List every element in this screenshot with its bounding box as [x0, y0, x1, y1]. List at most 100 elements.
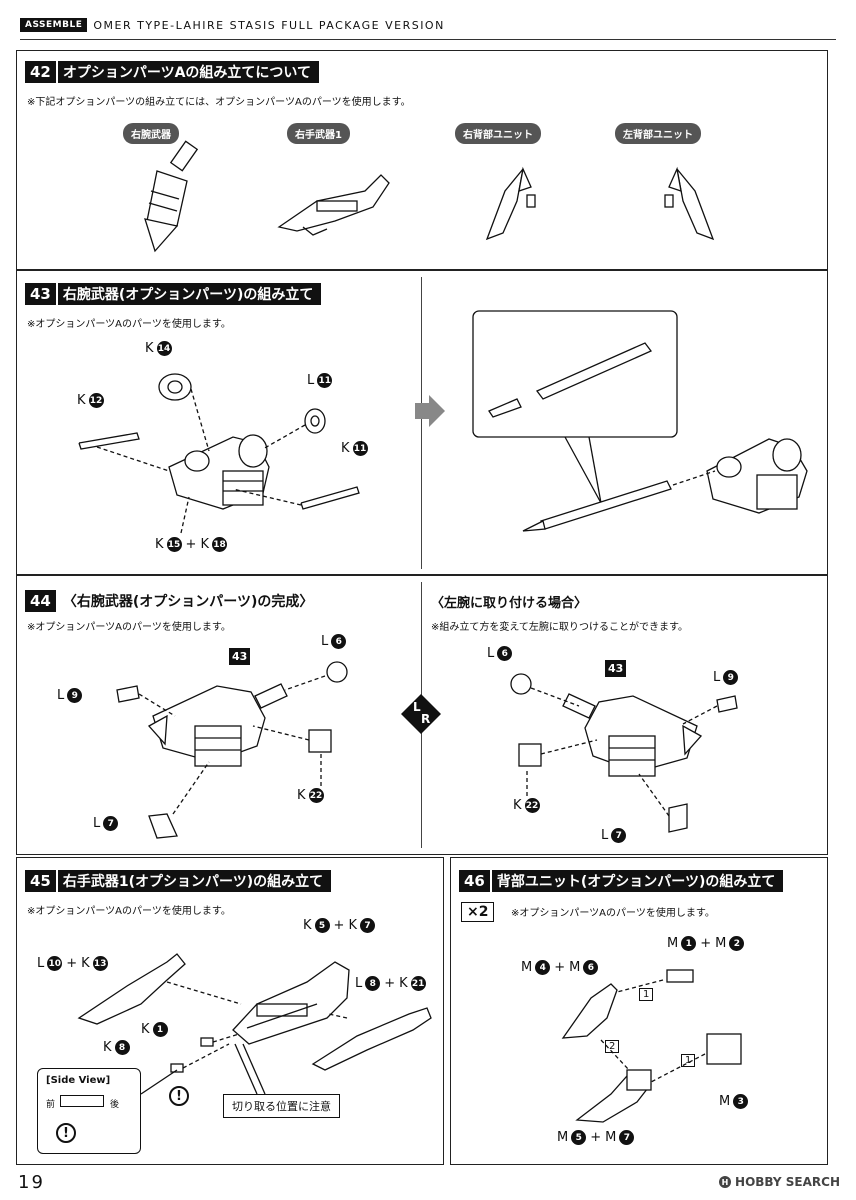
part-k12-rail [78, 432, 140, 450]
step-42-panel: 42 オプションパーツAの組み立てについて ※下記オプションパーツの組み立てには… [16, 50, 828, 270]
step-44-panel: 44 〈右腕武器(オプションパーツ)の完成〉 ※オプションパーツAのパーツを使用… [16, 575, 828, 855]
item-right-back-unit: 右背部ユニット [455, 123, 541, 144]
watermark: H HOBBY SEARCH [719, 1175, 840, 1189]
cut-warning-icon: ! [169, 1086, 189, 1106]
step-43-panel: 43 右腕武器(オプションパーツ)の組み立て ※オプションパーツAのパーツを使用… [16, 270, 828, 575]
page-header: ASSEMBLE OMER TYPE-LAHIRE STASIS FULL PA… [20, 14, 836, 40]
step-46-panel: 46 背部ユニット(オプションパーツ)の組み立て ×2 ※オプションパーツAのパ… [450, 857, 828, 1165]
back-unit-assembled [575, 1069, 652, 1123]
step-42-note: ※下記オプションパーツの組み立てには、オプションパーツAのパーツを使用します。 [27, 97, 411, 108]
step-43-note: ※オプションパーツAのパーツを使用します。 [27, 319, 231, 330]
step-45-number: 45 [25, 870, 58, 892]
step-45-illustrations [77, 953, 432, 1095]
step-46-illustrations [561, 969, 742, 1123]
product-title: OMER TYPE-LAHIRE STASIS FULL PACKAGE VER… [93, 18, 445, 32]
left-right-swap-icon: L R [401, 694, 441, 734]
multiplier-badge: ×2 [461, 902, 495, 922]
part-l6-ring-left [510, 673, 532, 695]
part-l7-plate-left [668, 803, 688, 833]
part-k22-block-left [518, 743, 542, 767]
step-46-heading: 背部ユニット(オプションパーツ)の組み立て [496, 874, 776, 890]
part-l6-ring-right [326, 661, 348, 683]
step-43-divider [421, 277, 422, 569]
step-44-heading: 〈右腕武器(オプションパーツ)の完成〉 [62, 594, 314, 610]
step-42-title: 42 オプションパーツAの組み立てについて [25, 61, 320, 83]
part-k8-pin [170, 1063, 184, 1073]
step-45-note: ※オプションパーツAのパーツを使用します。 [27, 906, 231, 917]
arm-weapon-right-assembled [147, 683, 288, 767]
item-right-arm-weapon: 右腕武器 [123, 123, 179, 144]
order-step-1b: 1 [681, 1054, 696, 1067]
side-view-title: [Side View] [46, 1075, 111, 1086]
part-k1-pin [200, 1037, 214, 1047]
step-44-number: 44 [25, 590, 58, 612]
page-number: 19 [18, 1172, 45, 1193]
right-back-unit-illustration [485, 166, 536, 241]
step-ref-43-right: 43 [229, 648, 251, 665]
step-ref-43-left: 43 [605, 660, 627, 677]
item-right-hand-weapon-1: 右手武器1 [287, 123, 350, 144]
side-view-back: 後 [110, 1100, 120, 1110]
side-view-warning-icon: ! [56, 1123, 76, 1143]
hand-weapon-body [232, 961, 350, 1045]
step-45-panel: 45 右手武器1(オプションパーツ)の組み立て ※オプションパーツAのパーツを使… [16, 857, 444, 1165]
step-46-number: 46 [459, 870, 492, 892]
step-43-illustrations [78, 310, 808, 534]
step-44-illustrations [116, 661, 738, 839]
watermark-text: HOBBY SEARCH [735, 1175, 840, 1189]
step-46-title: 46 背部ユニット(オプションパーツ)の組み立て [459, 870, 784, 892]
part-l7-plate-right [148, 813, 178, 839]
step-42-illustrations [144, 140, 715, 253]
item-left-back-unit: 左背部ユニット [615, 123, 701, 144]
barrel-rod [488, 342, 672, 532]
step-42-heading: オプションパーツAの組み立てについて [62, 65, 312, 81]
step-42-number: 42 [25, 61, 58, 83]
step-45-title: 45 右手武器1(オプションパーツ)の組み立て [25, 870, 332, 892]
header-rule [20, 39, 836, 40]
left-arm-heading: 〈左腕に取り付ける場合〉 [431, 596, 588, 611]
cut-position-callout: 切り取る位置に注意 [223, 1094, 340, 1118]
assemble-tag: ASSEMBLE [20, 18, 88, 32]
step-43-number: 43 [25, 283, 58, 305]
step-43-title: 43 右腕武器(オプションパーツ)の組み立て [25, 283, 322, 305]
part-m4-wing [561, 983, 618, 1039]
step-43-heading: 右腕武器(オプションパーツ)の組み立て [62, 287, 314, 303]
part-m3-block [706, 1033, 742, 1065]
arm-weapon-left-assembled [562, 693, 703, 777]
order-step-1a: 1 [639, 988, 654, 1001]
part-l9-clip-left [716, 695, 738, 713]
part-k22-block-right [308, 729, 332, 753]
arm-weapon-assembled [706, 438, 808, 514]
right-arm-weapon-illustration [144, 140, 199, 253]
step-44-note: ※オプションパーツAのパーツを使用します。 [27, 622, 231, 633]
left-back-unit-illustration [664, 166, 715, 241]
step-46-note: ※オプションパーツAのパーツを使用します。 [511, 908, 715, 919]
part-m1-clip [666, 969, 694, 983]
step-44-title: 44 〈右腕武器(オプションパーツ)の完成〉 [25, 590, 313, 612]
part-l9-clip-right [116, 685, 140, 703]
side-view-front: 前 [46, 1100, 56, 1110]
right-hand-weapon-illustration [277, 174, 390, 236]
part-l8-blade [311, 1007, 432, 1071]
side-view-inset: [Side View] 前 後 ! [37, 1068, 141, 1154]
